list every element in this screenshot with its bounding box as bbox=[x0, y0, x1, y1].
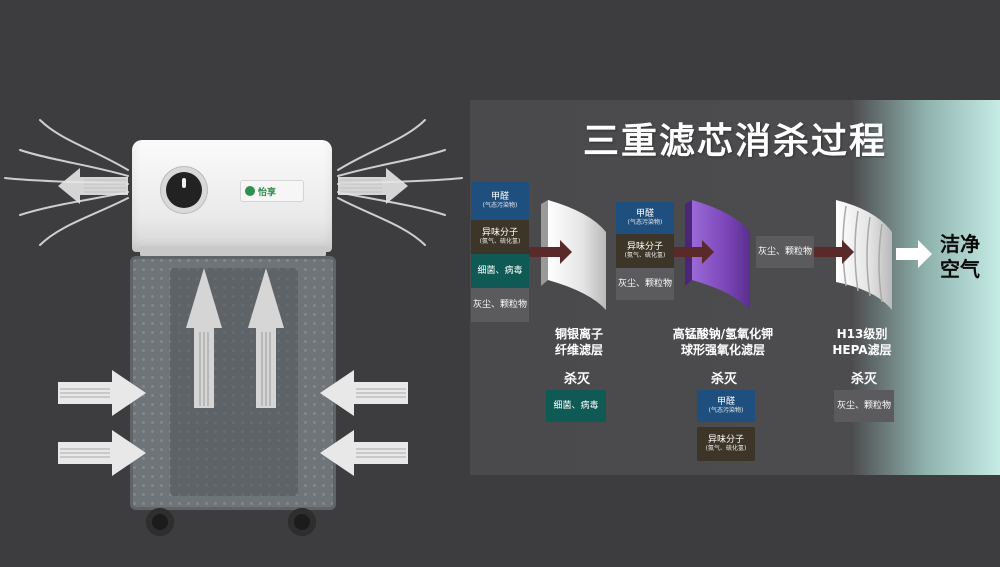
diagram-title: 三重滤芯消杀过程 bbox=[582, 121, 887, 162]
stage2-killed-odor: 异味分子 (氨气、硫化氢) bbox=[697, 427, 755, 461]
stage1-input-formaldehyde: 甲醛 (气态污染物) bbox=[471, 182, 529, 220]
brand-name: 怡享 bbox=[258, 187, 277, 198]
flow-arrows bbox=[529, 240, 854, 264]
stage1-input-dust: 灰尘、颗粒物 bbox=[471, 288, 529, 322]
stage1-input-bacteria: 细菌、病毒 bbox=[471, 254, 529, 288]
flow-arrow-2-icon bbox=[674, 240, 714, 264]
airflow-wind-lines bbox=[4, 119, 463, 246]
stage3-killed-dust: 灰尘、颗粒物 bbox=[834, 390, 894, 422]
copper-silver-fiber-filter-icon bbox=[548, 200, 606, 310]
stage1-input-odor: 异味分子 (氨气、硫化氢) bbox=[471, 220, 529, 254]
air-purifier-illustration: 怡享 bbox=[0, 0, 470, 567]
stage2-input-odor: 异味分子 (氨气、硫化氢) bbox=[616, 234, 674, 268]
airflow-arrows bbox=[58, 268, 408, 476]
stage3-input-dust: 灰尘、颗粒物 bbox=[756, 236, 814, 268]
flow-arrow-1-icon bbox=[529, 240, 572, 264]
leaf-logo-icon bbox=[245, 186, 255, 196]
clean-air-label: 洁净 空气 bbox=[940, 232, 980, 281]
stage1-killed-bacteria: 细菌、病毒 bbox=[546, 390, 606, 422]
stage2-killed-formaldehyde: 甲醛 (气态污染物) bbox=[697, 390, 755, 422]
stage3-kill-label: 杀灭 bbox=[850, 372, 877, 387]
clean-air-arrow-icon bbox=[896, 240, 932, 268]
stage2-input-dust: 灰尘、颗粒物 bbox=[616, 268, 674, 300]
oxidation-filter-icon bbox=[692, 200, 750, 310]
flow-arrow-3-icon bbox=[814, 240, 854, 264]
stage2-kill-label: 杀灭 bbox=[710, 372, 737, 387]
brand-logo: 怡享 bbox=[240, 180, 304, 202]
purifier-top-base bbox=[140, 246, 326, 258]
stage1-filter-caption: 铜银离子 纤维滤层 bbox=[554, 327, 603, 358]
caster-wheel-left bbox=[146, 508, 174, 536]
stage2-input-formaldehyde: 甲醛 (气态污染物) bbox=[616, 202, 674, 234]
stage1-kill-label: 杀灭 bbox=[563, 372, 590, 387]
stage2-filter-caption: 高锰酸钠/氢氧化钾 球形强氧化滤层 bbox=[672, 327, 774, 358]
stage3-filter-caption: H13级别 HEPA滤层 bbox=[832, 327, 892, 358]
caster-wheel-right bbox=[288, 508, 316, 536]
control-knob bbox=[166, 172, 202, 208]
